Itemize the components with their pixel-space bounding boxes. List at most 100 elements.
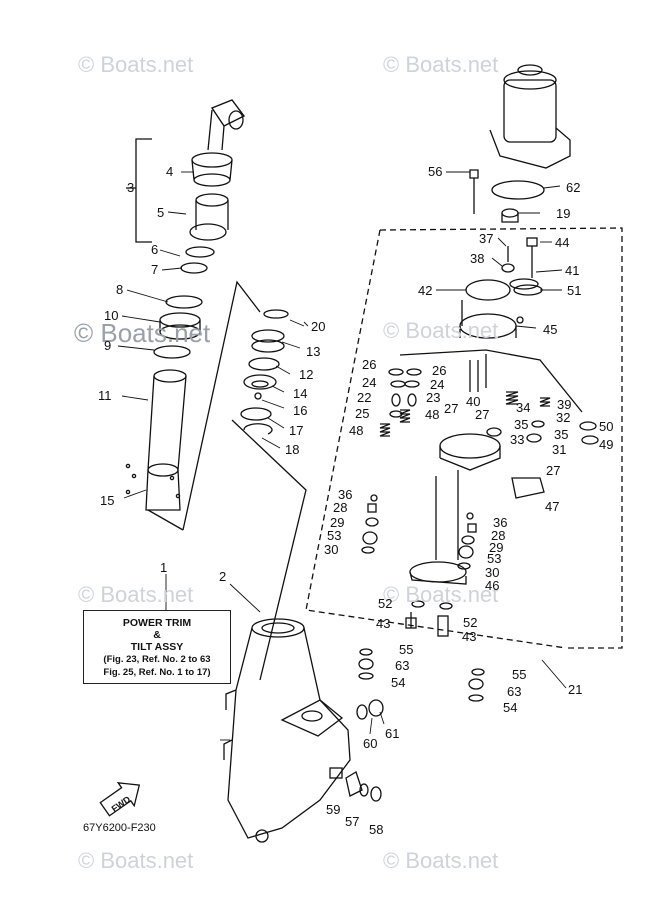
callout-3: 3 <box>127 180 135 195</box>
callout-24b: 24 <box>430 377 445 392</box>
callout-13: 13 <box>306 344 321 359</box>
callout-28a: 28 <box>333 500 348 515</box>
valve-plate <box>465 279 511 301</box>
callout-59: 59 <box>326 802 341 817</box>
callout-36a: 36 <box>338 487 353 502</box>
fwd-arrow-icon <box>99 781 141 817</box>
callout-27c: 27 <box>546 463 561 478</box>
callout-21: 21 <box>568 682 583 697</box>
callout-58: 58 <box>369 822 384 837</box>
callout-44: 44 <box>555 235 570 250</box>
callout-34: 34 <box>516 400 531 415</box>
main-body <box>251 618 305 638</box>
watermark: © Boats.net <box>78 582 194 607</box>
callout-60: 60 <box>363 736 378 751</box>
callout-10: 10 <box>104 308 119 323</box>
watermark: © Boats.net <box>78 848 194 873</box>
callout-43b: 43 <box>462 629 477 644</box>
note-title-line1: POWER TRIM <box>122 617 192 629</box>
callout-1: 1 <box>160 560 168 575</box>
note-ref2: Fig. 25, Ref. No. 1 to 17) <box>103 667 211 678</box>
callout-53b: 53 <box>487 551 502 566</box>
callout-46: 46 <box>485 578 500 593</box>
callout-30a: 30 <box>324 542 339 557</box>
callout-12: 12 <box>299 367 314 382</box>
callout-36b: 36 <box>493 515 508 530</box>
callout-17: 17 <box>289 423 304 438</box>
callout-31: 31 <box>552 442 567 457</box>
shim-47 <box>511 477 545 499</box>
callout-52b: 52 <box>463 615 478 630</box>
callout-51: 51 <box>567 283 582 298</box>
callout-32: 32 <box>556 410 571 425</box>
callout-11: 11 <box>98 388 112 403</box>
note-title-line3: TILT ASSY <box>130 641 184 653</box>
watermark: © Boats.net <box>383 52 499 77</box>
watermark: © Boats.net <box>383 848 499 873</box>
callout-56: 56 <box>428 164 443 179</box>
callout-18: 18 <box>285 442 300 457</box>
callout-39: 39 <box>557 397 572 412</box>
watermark: © Boats.net <box>383 318 499 343</box>
callout-63a: 63 <box>395 658 410 673</box>
callout-4: 4 <box>166 164 174 179</box>
callout-25: 25 <box>355 406 370 421</box>
callout-14: 14 <box>293 386 308 401</box>
callout-6: 6 <box>151 242 159 257</box>
callout-54a: 54 <box>391 675 406 690</box>
pump-body <box>439 433 501 459</box>
callout-52a: 52 <box>378 596 393 611</box>
callout-61: 61 <box>385 726 400 741</box>
callout-48a: 48 <box>349 423 364 438</box>
callout-9: 9 <box>104 338 112 353</box>
callout-42: 42 <box>418 283 433 298</box>
callout-30b: 30 <box>485 565 500 580</box>
callout-33: 33 <box>510 432 525 447</box>
subassembly-frame <box>379 227 623 649</box>
rod-eye <box>210 99 246 127</box>
watermark: © Boats.net <box>383 582 499 607</box>
callout-24a: 24 <box>362 375 377 390</box>
callout-2: 2 <box>219 569 227 584</box>
callout-50: 50 <box>599 419 614 434</box>
callout-40: 40 <box>466 394 481 409</box>
piston <box>191 152 233 168</box>
callout-8: 8 <box>116 282 124 297</box>
callout-41: 41 <box>565 263 580 278</box>
callout-54b: 54 <box>503 700 518 715</box>
callout-26a: 26 <box>362 357 377 372</box>
callout-15: 15 <box>100 493 115 508</box>
callout-62: 62 <box>566 180 581 195</box>
callout-45: 45 <box>543 322 558 337</box>
callout-27a: 27 <box>444 401 459 416</box>
callout-19: 19 <box>556 206 571 221</box>
callout-57: 57 <box>345 814 360 829</box>
callout-23: 23 <box>426 390 441 405</box>
assembly-note-box: POWER TRIM & TILT ASSY (Fig. 23, Ref. No… <box>83 610 231 684</box>
callout-29b: 29 <box>489 540 504 555</box>
callout-49: 49 <box>599 437 614 452</box>
callout-37: 37 <box>479 231 494 246</box>
watermark: © Boats.net <box>78 52 194 77</box>
note-ref1: (Fig. 23, Ref. No. 2 to 63 <box>103 654 211 665</box>
watermark: © Boats.net <box>74 318 211 348</box>
callout-47: 47 <box>545 499 560 514</box>
callout-5: 5 <box>157 205 165 220</box>
callout-35a: 35 <box>514 417 529 432</box>
cylinder-tube <box>153 369 187 383</box>
callout-48b: 48 <box>425 407 440 422</box>
callout-26b: 26 <box>432 363 447 378</box>
callout-53a: 53 <box>327 528 342 543</box>
callout-63b: 63 <box>507 684 522 699</box>
callout-22: 22 <box>357 390 372 405</box>
note-title-line2: & <box>153 629 161 641</box>
callout-7: 7 <box>151 262 159 277</box>
callout-20: 20 <box>311 319 326 334</box>
motor <box>503 79 557 143</box>
callout-35b: 35 <box>554 427 569 442</box>
callout-29a: 29 <box>330 515 345 530</box>
callout-43a: 43 <box>376 616 391 631</box>
callout-55a: 55 <box>399 642 414 657</box>
